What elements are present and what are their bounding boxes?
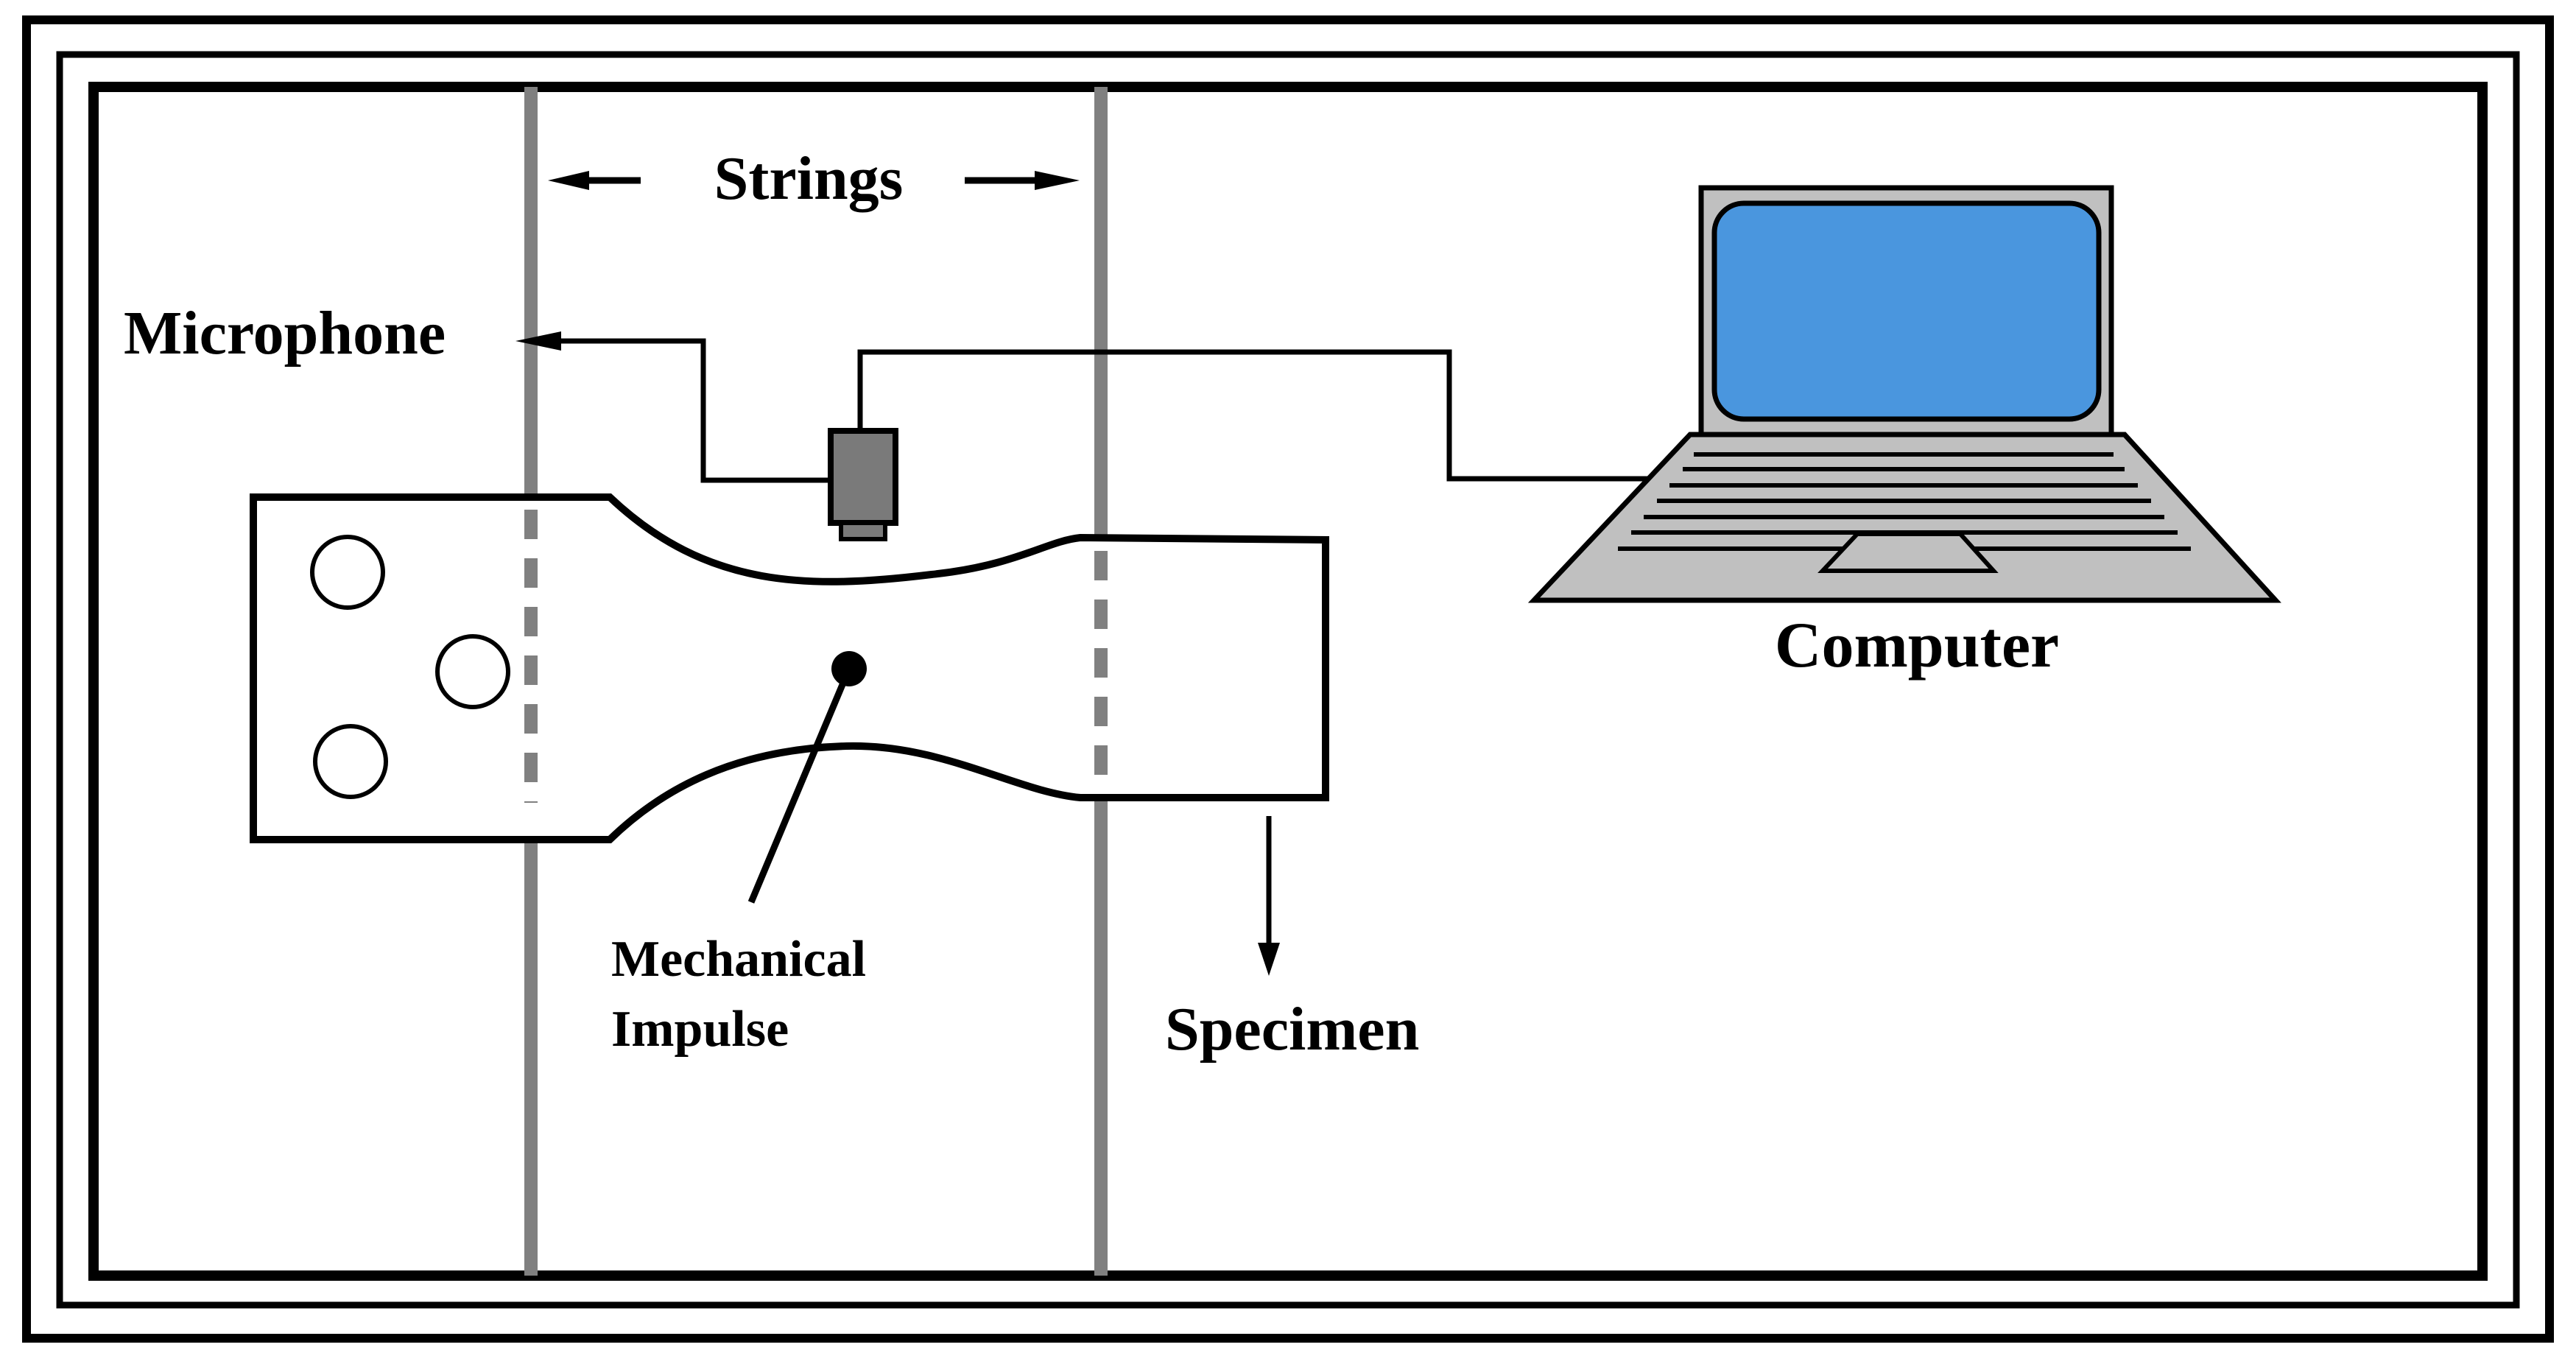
frame-border bbox=[22, 15, 2554, 1343]
strings-label: Strings bbox=[714, 144, 904, 213]
microphone-icon bbox=[828, 428, 898, 541]
specimen-pointer-head bbox=[1258, 943, 1280, 976]
specimen-outline bbox=[250, 493, 1329, 843]
strings-arrow-left-head bbox=[548, 171, 589, 190]
mechanical-impulse-label-line2: Impulse bbox=[611, 1001, 789, 1058]
frame-inner bbox=[88, 82, 2488, 1281]
microphone-pointer-head bbox=[515, 331, 561, 351]
specimen-hole-1 bbox=[310, 535, 385, 610]
impulse-pointer-line bbox=[747, 667, 853, 904]
laptop-screen bbox=[1711, 200, 2102, 422]
specimen-label: Specimen bbox=[1165, 995, 1419, 1064]
laptop-icon bbox=[1527, 185, 2281, 603]
laptop-trackpad bbox=[1817, 532, 1999, 573]
strings-span-arrows bbox=[548, 171, 1080, 190]
microphone-tip bbox=[839, 521, 887, 541]
microphone-body bbox=[828, 428, 898, 526]
specimen-hole-2 bbox=[435, 634, 510, 709]
computer-label: Computer bbox=[1775, 610, 2059, 681]
frame-middle bbox=[56, 51, 2520, 1309]
microphone-label: Microphone bbox=[124, 299, 446, 368]
specimen-hole-3 bbox=[313, 724, 388, 799]
specimen-holes bbox=[310, 535, 510, 799]
strings-arrow-right-head bbox=[1035, 171, 1080, 190]
microphone-pointer-line bbox=[560, 338, 831, 483]
frame-outer bbox=[22, 15, 2554, 1343]
strings bbox=[524, 87, 1108, 1276]
microphone-cable bbox=[857, 349, 1653, 482]
mechanical-impulse-label-line1: Mechanical bbox=[611, 931, 866, 988]
